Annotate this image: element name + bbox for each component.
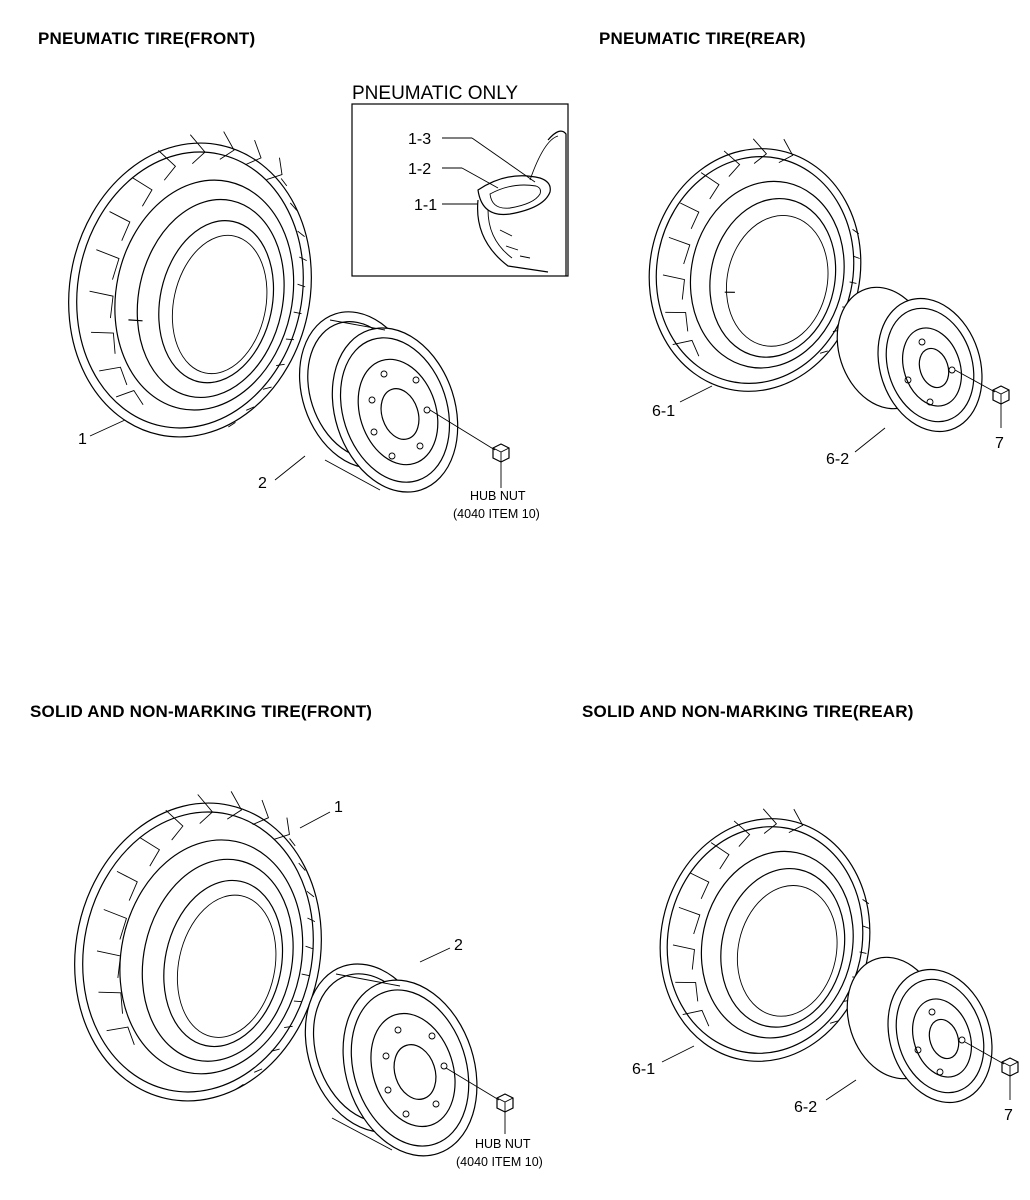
wheel-rim-front-solid: [304, 963, 478, 1157]
title-pneumatic-rear: PNEUMATIC TIRE(REAR): [599, 29, 806, 48]
hub-nut-ref: (4040 ITEM 10): [453, 507, 540, 521]
inset-label-1-3: 1-3: [408, 131, 431, 148]
callout-tire-front-solid: 1: [334, 799, 343, 816]
hub-nut-ref-solid: (4040 ITEM 10): [456, 1155, 543, 1169]
callout-rear-tire-solid: 6-1: [632, 1061, 655, 1078]
callout-wheel-front: 2: [258, 475, 267, 492]
wheel-rim-rear-pneumatic: [836, 286, 983, 433]
tire-front-pneumatic: [68, 131, 312, 438]
inset-pneumatic-only: PNEUMATIC ONLY 1-3 1-2 1-1: [351, 83, 569, 277]
callout-rear-nut-solid: 7: [1004, 1107, 1013, 1124]
tire-rear-solid: [659, 808, 871, 1062]
tire-front-solid: [74, 791, 322, 1102]
inset-label-1-1: 1-1: [414, 197, 437, 214]
hub-nut-label-solid: HUB NUT: [475, 1137, 531, 1151]
callout-tire-front: 1: [78, 431, 87, 448]
title-solid-front: SOLID AND NON-MARKING TIRE(FRONT): [30, 702, 373, 721]
hub-nut-front-pneumatic: [429, 409, 510, 488]
tire-assembly-pneumatic-front: 1 2 HUB NUT (4040 ITEM 10): [68, 131, 540, 521]
callout-rear-nut: 7: [995, 435, 1004, 452]
tire-assembly-pneumatic-rear: 6-1 6-2 7: [648, 138, 1010, 468]
inset-title: PNEUMATIC ONLY: [352, 83, 518, 104]
title-pneumatic-front: PNEUMATIC TIRE(FRONT): [38, 29, 256, 48]
inset-tube-illustration: [476, 130, 567, 276]
callout-rear-wheel: 6-2: [826, 451, 849, 468]
callout-rear-wheel-solid: 6-2: [794, 1099, 817, 1116]
tire-assembly-solid-front: 1 2 HUB NUT (4040 ITEM 10): [74, 791, 543, 1169]
hub-nut-label: HUB NUT: [470, 489, 526, 503]
inset-label-1-2: 1-2: [408, 161, 431, 178]
callout-rear-tire: 6-1: [652, 403, 675, 420]
title-solid-rear: SOLID AND NON-MARKING TIRE(REAR): [582, 702, 914, 721]
tire-rear-pneumatic: [648, 138, 862, 392]
tire-assembly-solid-rear: 6-1 6-2 7: [632, 808, 1019, 1124]
callout-wheel-front-solid: 2: [454, 937, 463, 954]
hub-nut-rear-pneumatic: [954, 369, 1010, 428]
hub-nut-rear-solid: [964, 1041, 1019, 1100]
wheel-rim-rear-solid: [846, 956, 993, 1104]
hub-nut-front-solid: [445, 1067, 514, 1134]
wheel-rim-front-pneumatic: [298, 311, 459, 493]
